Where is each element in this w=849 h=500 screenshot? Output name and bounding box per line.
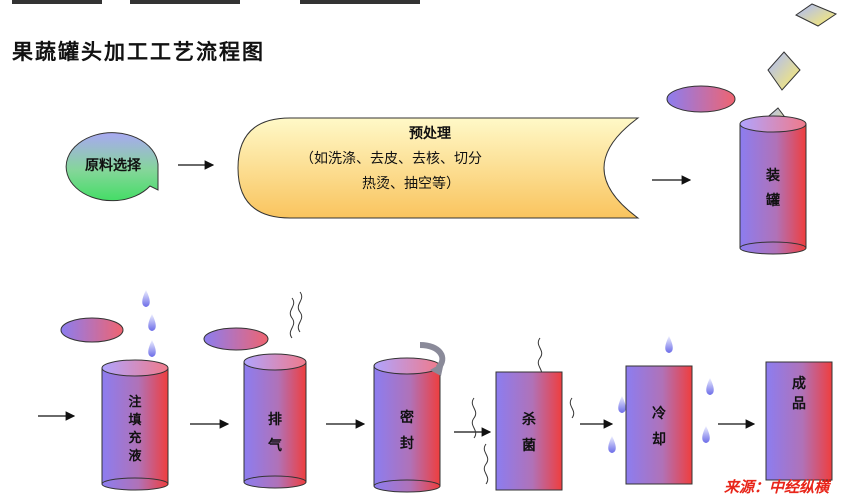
product-label-2: 品 [792, 396, 806, 412]
pretreatment-line-2: 热烫、抽空等） [362, 175, 460, 192]
heat-line [483, 443, 489, 485]
canning-label-2: 罐 [765, 192, 780, 209]
product-node: 成 品 [765, 361, 833, 481]
fruit-piece-shape [795, 3, 838, 27]
fill-label-1: 注 [128, 394, 141, 410]
raw-material-node: 原料选择 [65, 132, 159, 202]
fruit-piece-shape [767, 51, 801, 91]
seal-label-1: 密 [399, 409, 414, 426]
drop-shape [148, 314, 156, 331]
exhaust-label-2: 气 [267, 437, 282, 454]
pretreatment-line-1: （如洗涤、去皮、去核、切分 [300, 151, 482, 167]
exhaust-label-1: 排 [268, 411, 282, 428]
heat-line [569, 397, 575, 419]
source-credit: 来源：中经纵横 [724, 478, 830, 496]
fill-label-4: 液 [128, 448, 141, 464]
cooling-node: 冷 却 [625, 365, 693, 485]
pretreatment-node: 预处理 （如洗涤、去皮、去核、切分 热烫、抽空等） [237, 117, 640, 219]
lid-shape [203, 327, 269, 351]
raw-material-label: 原料选择 [85, 157, 142, 174]
rotate-arrow-head [430, 362, 444, 376]
diagram-title: 果蔬罐头加工工艺流程图 [12, 40, 265, 64]
product-label-1: 成 [792, 375, 806, 392]
cropped-header-bar [130, 0, 240, 4]
drop-shape [706, 378, 714, 395]
drop-shape [142, 290, 150, 307]
cropped-header-bar [12, 0, 102, 4]
drop-shape [702, 426, 710, 443]
canning-node: 装 罐 [739, 115, 807, 255]
cooling-label-2: 却 [652, 431, 666, 448]
lid-shape [666, 85, 736, 113]
seal-node: 密 封 [373, 357, 441, 493]
drop-shape [148, 340, 156, 357]
drop-shape [618, 396, 626, 413]
sterilize-label-2: 菌 [522, 437, 536, 454]
cropped-header-bar [300, 0, 420, 4]
canning-label-1: 装 [765, 167, 781, 184]
fill-label-3: 充 [128, 430, 141, 446]
steam-line [297, 291, 303, 333]
drop-shape [608, 436, 616, 453]
fill-liquid-node: 注 填 充 液 [101, 359, 169, 491]
pretreatment-title: 预处理 [409, 125, 451, 142]
fill-label-2: 填 [128, 412, 141, 428]
seal-label-2: 封 [400, 435, 414, 452]
steam-line [289, 297, 295, 339]
cooling-label-1: 冷 [652, 405, 666, 422]
heat-line [471, 397, 477, 439]
sterilize-label-1: 杀 [522, 411, 536, 428]
exhaust-node: 排 气 [243, 353, 307, 489]
drop-shape [665, 336, 673, 353]
lid-shape [60, 317, 124, 343]
sterilize-node: 杀 菌 [495, 371, 563, 491]
